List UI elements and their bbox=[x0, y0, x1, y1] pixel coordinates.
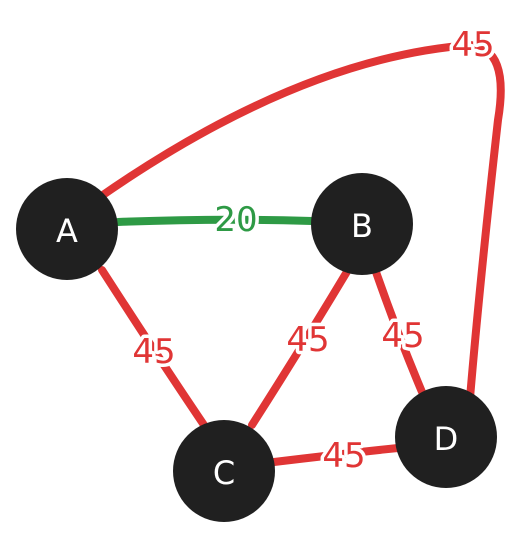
edge-weight-c-d: 45 bbox=[322, 436, 365, 476]
edge-a-b bbox=[114, 215, 316, 226]
edge-c-d bbox=[270, 444, 402, 466]
edge-a-c bbox=[98, 266, 210, 432]
node-b-circle bbox=[311, 173, 413, 275]
edge-weight-b-c: 45 bbox=[286, 320, 329, 360]
node-a-circle bbox=[16, 178, 118, 280]
edge-weight-b-d: 45 bbox=[381, 316, 424, 356]
node-c[interactable]: C bbox=[173, 420, 275, 522]
node-c-circle bbox=[173, 420, 275, 522]
node-d[interactable]: D bbox=[395, 386, 497, 488]
node-d-circle bbox=[395, 386, 497, 488]
edge-a-d bbox=[96, 41, 505, 402]
edge-weight-a-b: 20 bbox=[214, 200, 257, 240]
nodes: A B C D bbox=[16, 173, 497, 522]
edge-weight-a-d: 45 bbox=[451, 25, 494, 65]
edge-weight-a-c: 45 bbox=[132, 332, 175, 372]
node-c-label: C bbox=[213, 454, 235, 492]
node-d-label: D bbox=[434, 420, 459, 458]
node-a-label: A bbox=[56, 212, 78, 250]
edge-b-c bbox=[248, 266, 352, 429]
node-a[interactable]: A bbox=[16, 178, 118, 280]
edge-b-d bbox=[372, 268, 426, 396]
node-b[interactable]: B bbox=[311, 173, 413, 275]
node-b-label: B bbox=[351, 207, 373, 245]
edge-labels: 20 45 45 45 45 45 bbox=[129, 22, 498, 480]
edges bbox=[96, 41, 505, 466]
